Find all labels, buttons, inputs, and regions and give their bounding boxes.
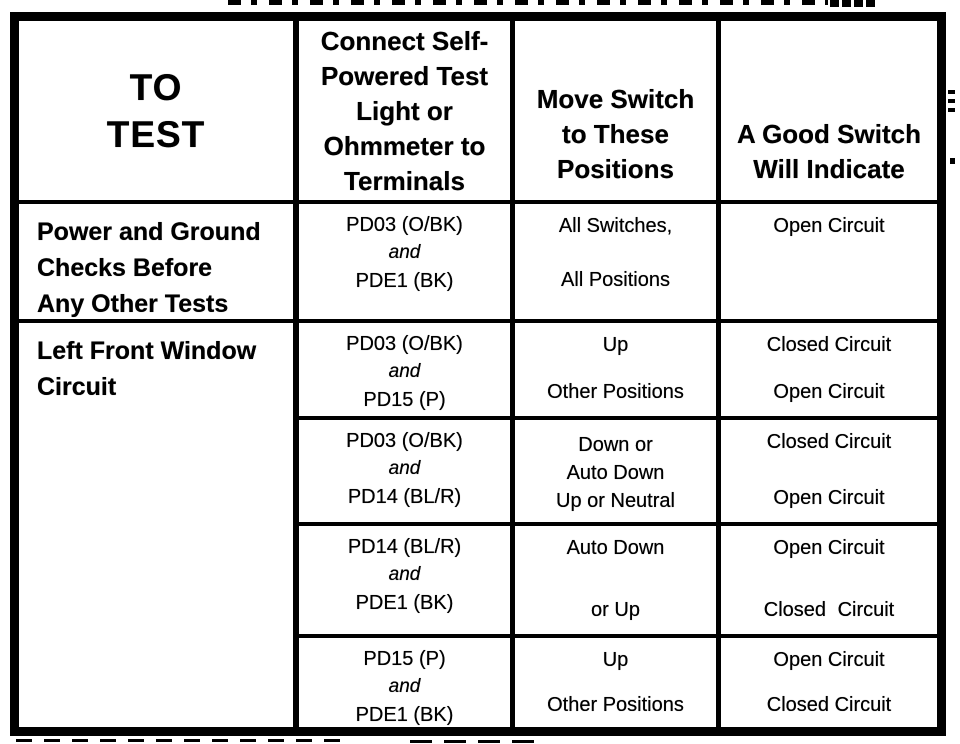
cell-line: Circuit — [37, 373, 117, 401]
terminal-id: PD15 (P) — [363, 389, 446, 411]
indication-value: Open Circuit — [773, 381, 885, 403]
indication-value: Closed Circuit — [766, 334, 892, 356]
cell-indication-row5: Open Circuit Closed Circuit — [721, 638, 937, 729]
header-line: Will Indicate — [753, 154, 905, 184]
cell-line: Checks Before — [37, 254, 213, 282]
terminal-id: PD03 (O/BK) — [346, 333, 463, 355]
conjunction: and — [388, 676, 421, 697]
conjunction: and — [388, 242, 421, 263]
header-line: Terminals — [344, 166, 465, 196]
header-line: Light or — [356, 96, 453, 126]
position-value: Other Positions — [547, 381, 684, 403]
header-line: Powered Test — [320, 61, 489, 91]
scan-artifact — [16, 739, 346, 742]
header-to-test: TO TEST — [19, 21, 299, 204]
cell-terminals-row1: PD03 (O/BK) and PDE1 (BK) — [299, 204, 515, 323]
cell-terminals-row4: PD14 (BL/R) and PDE1 (BK) — [299, 526, 515, 638]
cell-indication-row2: Closed Circuit Open Circuit — [721, 323, 937, 420]
conjunction: and — [388, 564, 421, 585]
terminal-id: PDE1 (BK) — [355, 270, 454, 292]
cell-positions-row2: Up Other Positions — [515, 323, 721, 420]
terminal-id: PD03 (O/BK) — [346, 430, 463, 452]
position-value: All Positions — [561, 269, 670, 291]
cell-indication-row1: Open Circuit — [721, 204, 937, 323]
conjunction: and — [388, 361, 421, 382]
position-value: All Switches, — [558, 215, 673, 237]
header-connect-terminals: Connect Self- Powered Test Light or Ohmm… — [299, 21, 515, 204]
header-line: Ohmmeter to — [323, 131, 486, 161]
terminal-id: PDE1 (BK) — [355, 592, 454, 614]
header-line: to These — [562, 119, 669, 149]
header-line: A Good Switch — [737, 119, 921, 149]
cell-positions-row3: Down or Auto Down Up or Neutral — [515, 420, 721, 526]
scan-artifact — [948, 90, 955, 114]
indication-value: Open Circuit — [773, 537, 885, 559]
position-value: Down or — [578, 434, 653, 456]
indication-value: Open Circuit — [773, 649, 885, 671]
cell-terminals-row3: PD03 (O/BK) and PD14 (BL/R) — [299, 420, 515, 526]
cell-positions-row5: Up Other Positions — [515, 638, 721, 729]
indication-value: Closed Circuit — [766, 694, 892, 716]
position-value: Other Positions — [547, 694, 684, 716]
cell-line: Any Other Tests — [37, 290, 229, 318]
indication-value: Closed Circuit — [766, 431, 892, 453]
clipped-page-title-fragment-heavy — [830, 0, 876, 7]
position-value: Up — [602, 334, 629, 356]
terminal-id: PD14 (BL/R) — [347, 536, 462, 558]
conjunction: and — [388, 458, 421, 479]
header-move-switch: Move Switch to These Positions — [515, 21, 721, 204]
position-value: or Up — [591, 599, 640, 621]
cell-line: Left Front Window — [37, 337, 257, 365]
cell-terminals-row5: PD15 (P) and PDE1 (BK) — [299, 638, 515, 729]
cell-test-left-front-window: Left Front Window Circuit — [19, 323, 299, 729]
scan-artifact — [410, 740, 540, 743]
indication-value: Open Circuit — [773, 487, 885, 509]
header-line: TO — [129, 66, 183, 108]
position-value: Up — [602, 649, 629, 671]
cell-indication-row3: Closed Circuit Open Circuit — [721, 420, 937, 526]
terminal-id: PD03 (O/BK) — [346, 214, 463, 236]
header-line: Move Switch — [536, 84, 695, 114]
header-good-switch: A Good Switch Will Indicate — [721, 21, 937, 204]
header-line: Positions — [556, 154, 674, 184]
indication-value: Closed Circuit — [763, 599, 895, 621]
header-line: Connect Self- — [320, 26, 489, 56]
scan-artifact — [950, 158, 955, 164]
cell-positions-row4: Auto Down or Up — [515, 526, 721, 638]
cell-line: Power and Ground — [37, 218, 261, 246]
clipped-page-title-fragments — [228, 0, 828, 5]
position-value: Auto Down — [566, 537, 665, 559]
header-line: TEST — [106, 113, 206, 155]
terminal-id: PD15 (P) — [363, 648, 446, 670]
cell-indication-row4: Open Circuit Closed Circuit — [721, 526, 937, 638]
position-value: Auto Down — [566, 462, 665, 484]
cell-positions-row1: All Switches, All Positions — [515, 204, 721, 323]
cell-terminals-row2: PD03 (O/BK) and PD15 (P) — [299, 323, 515, 420]
cell-test-power-ground: Power and Ground Checks Before Any Other… — [19, 204, 299, 323]
terminal-id: PD14 (BL/R) — [347, 486, 462, 508]
terminal-id: PDE1 (BK) — [355, 704, 454, 726]
indication-value: Open Circuit — [773, 215, 885, 237]
position-value: Up or Neutral — [556, 490, 675, 512]
switch-test-table: TO TEST Connect Self- Powered Test Light… — [10, 12, 946, 736]
